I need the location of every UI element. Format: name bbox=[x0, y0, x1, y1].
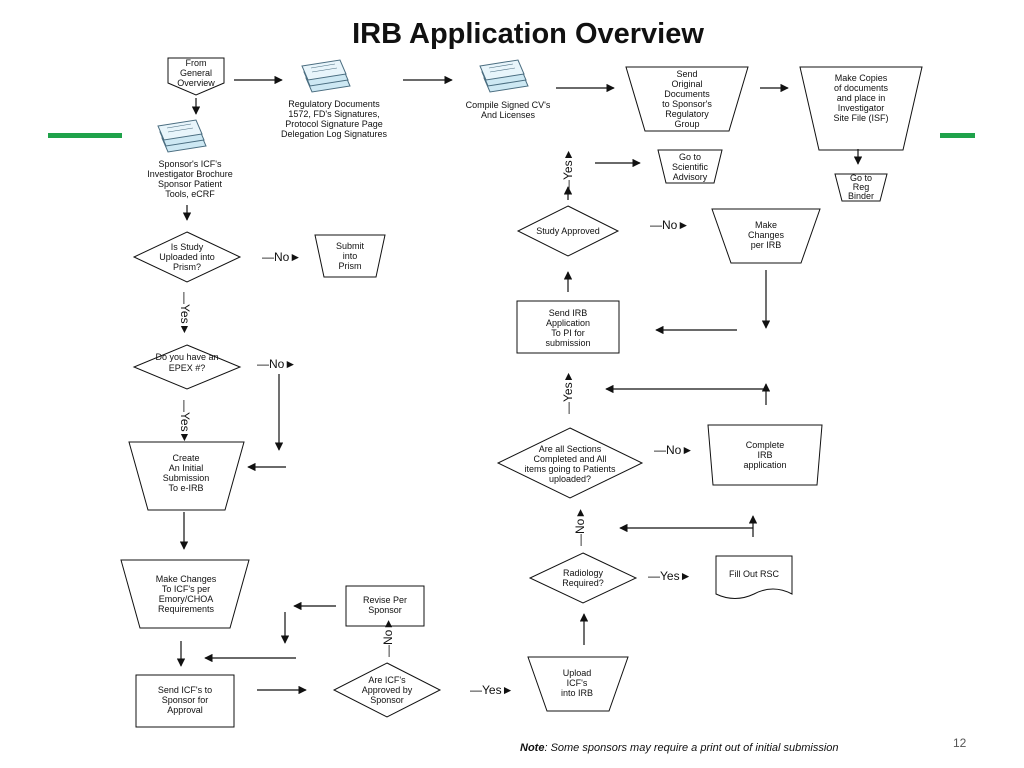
page-title: IRB Application Overview bbox=[352, 18, 704, 50]
make-changes-icf-shape bbox=[120, 559, 250, 629]
edge-no-sections: —No► bbox=[654, 443, 693, 457]
is-uploaded-diamond bbox=[132, 231, 242, 283]
edge-no-radiology: —No► bbox=[573, 507, 587, 546]
revise-sponsor-box bbox=[345, 585, 425, 627]
regulatory-docs-icon bbox=[301, 59, 351, 93]
send-irb-app-box bbox=[516, 300, 620, 354]
create-initial-shape bbox=[128, 441, 245, 511]
upload-icfs-shape bbox=[527, 656, 629, 712]
fill-rsc-label: Fill Out RSC bbox=[729, 569, 780, 579]
note-text: : Some sponsors may require a print out … bbox=[544, 742, 839, 754]
edge-yes-study-approved: —Yes► bbox=[561, 149, 575, 192]
arrows bbox=[176, 75, 863, 695]
send-icfs-sponsor-box bbox=[135, 674, 235, 728]
submit-prism-shape bbox=[314, 234, 386, 278]
edge-no-epex: —No► bbox=[257, 357, 296, 371]
fill-rsc-shape bbox=[715, 555, 793, 599]
send-original-shape bbox=[625, 66, 749, 132]
study-approved-diamond bbox=[516, 205, 620, 257]
make-copies-shape bbox=[799, 66, 923, 151]
go-reg-binder-shape bbox=[834, 173, 888, 202]
are-all-sections-diamond bbox=[496, 427, 644, 499]
accent-bar-right bbox=[940, 133, 975, 138]
edge-yes-epex: —Yes► bbox=[178, 400, 192, 443]
note-label: Note bbox=[520, 742, 545, 754]
complete-irb-shape bbox=[707, 424, 823, 486]
icfs-approved-diamond bbox=[332, 662, 442, 718]
accent-bar-left bbox=[48, 133, 122, 138]
go-scientific-shape bbox=[657, 149, 723, 184]
edge-yes-prism: —Yes► bbox=[178, 292, 192, 335]
radiology-diamond bbox=[528, 552, 638, 604]
compile-cvs-icon bbox=[479, 59, 529, 93]
edge-yes-radiology: —Yes► bbox=[648, 569, 691, 583]
footer-note: Note: Some sponsors may require a print … bbox=[520, 742, 839, 754]
edge-no-icfs: —No► bbox=[381, 618, 395, 657]
study-approved-label: Study Approved bbox=[536, 226, 600, 236]
edge-yes-icfs: —Yes► bbox=[470, 683, 513, 697]
edge-no-study-approved: —No► bbox=[650, 218, 689, 232]
epex-diamond bbox=[132, 344, 242, 390]
sponsor-icf-icon bbox=[157, 119, 207, 153]
edge-yes-sections: —Yes► bbox=[561, 371, 575, 414]
edge-no-prism: —No► bbox=[262, 250, 301, 264]
page-number: 12 bbox=[953, 736, 967, 750]
start-pentagon bbox=[167, 57, 225, 96]
make-changes-irb-shape bbox=[711, 208, 821, 264]
